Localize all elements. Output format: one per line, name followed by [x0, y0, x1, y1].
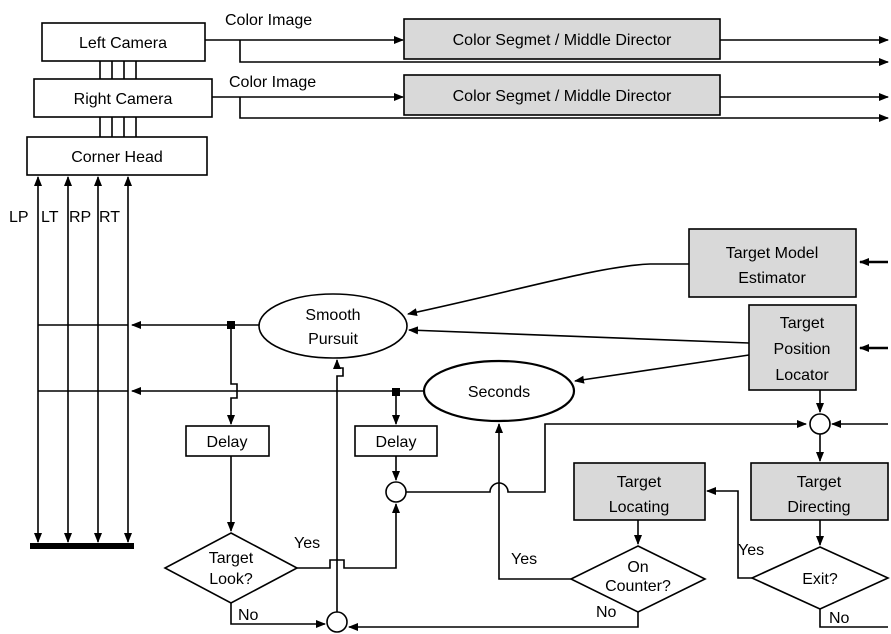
target-position-locator-line3: Locator [775, 367, 829, 384]
corner-head-box [26, 136, 208, 176]
on-counter-line1: On [627, 559, 648, 576]
no-look-label: No [238, 607, 259, 624]
estimator-to-pursuit-arrow [407, 263, 689, 317]
delay-left-box [185, 425, 270, 457]
color-segment-top-box [403, 18, 721, 60]
left-camera-label: Left Camera [79, 35, 167, 52]
delay-middle-label: Delay [376, 434, 417, 451]
lt-label: LT [41, 209, 59, 226]
smooth-pursuit-ellipse [258, 293, 408, 359]
target-look-diamond [163, 532, 299, 604]
camera-connectors [99, 61, 137, 137]
color-segment-top-label: Color Segmet / Middle Director [453, 32, 672, 49]
left-camera-bypass-arrow [239, 40, 889, 66]
target-model-estimator-box [688, 228, 857, 298]
yes-exit-label: Yes [738, 542, 764, 559]
junction-to-pursuit-arrow [333, 359, 344, 612]
right-camera-bypass-arrow [239, 97, 889, 122]
seconds-junction [392, 388, 400, 396]
counter-no-arrow [348, 612, 639, 631]
rt-label: RT [99, 209, 120, 226]
target-directing-line1: Target [797, 474, 842, 491]
exit-yes-arrow [706, 487, 752, 579]
target-locating-box [573, 462, 706, 521]
exit-label: Exit? [802, 571, 838, 588]
corner-head-label: Corner Head [71, 149, 163, 166]
locator-to-seconds-arrow [574, 354, 750, 384]
delay-left-label: Delay [207, 434, 248, 451]
target-locating-line1: Target [617, 474, 662, 491]
color-segment-bottom-box [403, 74, 721, 116]
smooth-pursuit-line1: Smooth [305, 307, 360, 324]
no-counter-label: No [596, 604, 617, 621]
lp-label: LP [9, 209, 29, 226]
target-position-locator-line1: Target [780, 315, 825, 332]
color-image-bottom-label: Color Image [229, 74, 316, 91]
look-yes-arrow [297, 503, 400, 569]
pursuit-to-delay-arrow [227, 329, 238, 425]
color-segment-bottom-label: Color Segmet / Middle Director [453, 88, 672, 105]
look-no-arrow [230, 603, 326, 628]
target-model-estimator-line2: Estimator [738, 270, 806, 287]
middle-sum-junction [385, 481, 407, 503]
color-image-top-label: Color Image [225, 12, 312, 29]
target-look-line2: Look? [209, 571, 253, 588]
target-directing-line2: Directing [787, 499, 850, 516]
on-counter-line2: Counter? [605, 578, 671, 595]
motor-command-bus [30, 176, 134, 549]
right-sum-junction [809, 413, 831, 435]
yes-counter-label: Yes [511, 551, 537, 568]
left-camera-box [41, 22, 206, 62]
seconds-label: Seconds [468, 384, 530, 401]
pursuit-junction [227, 321, 235, 329]
counter-yes-arrow [495, 423, 571, 580]
rp-label: RP [69, 209, 91, 226]
right-camera-label: Right Camera [74, 91, 173, 108]
delay-middle-box [354, 425, 438, 457]
right-camera-box [33, 78, 213, 118]
yes-look-label: Yes [294, 535, 320, 552]
bottom-sum-junction [326, 611, 348, 633]
target-model-estimator-line1: Target Model [726, 245, 819, 262]
no-exit-label: No [829, 610, 850, 627]
target-locating-line2: Locating [609, 499, 670, 516]
junction-to-feedback-line [406, 420, 807, 493]
target-position-locator-line2: Position [774, 341, 831, 358]
smooth-pursuit-line2: Pursuit [308, 331, 358, 348]
exit-no-line [819, 609, 888, 628]
target-position-locator-box [748, 304, 857, 391]
locator-to-pursuit-arrow [408, 326, 750, 344]
target-directing-box [750, 462, 889, 521]
target-look-line1: Target [209, 550, 254, 567]
